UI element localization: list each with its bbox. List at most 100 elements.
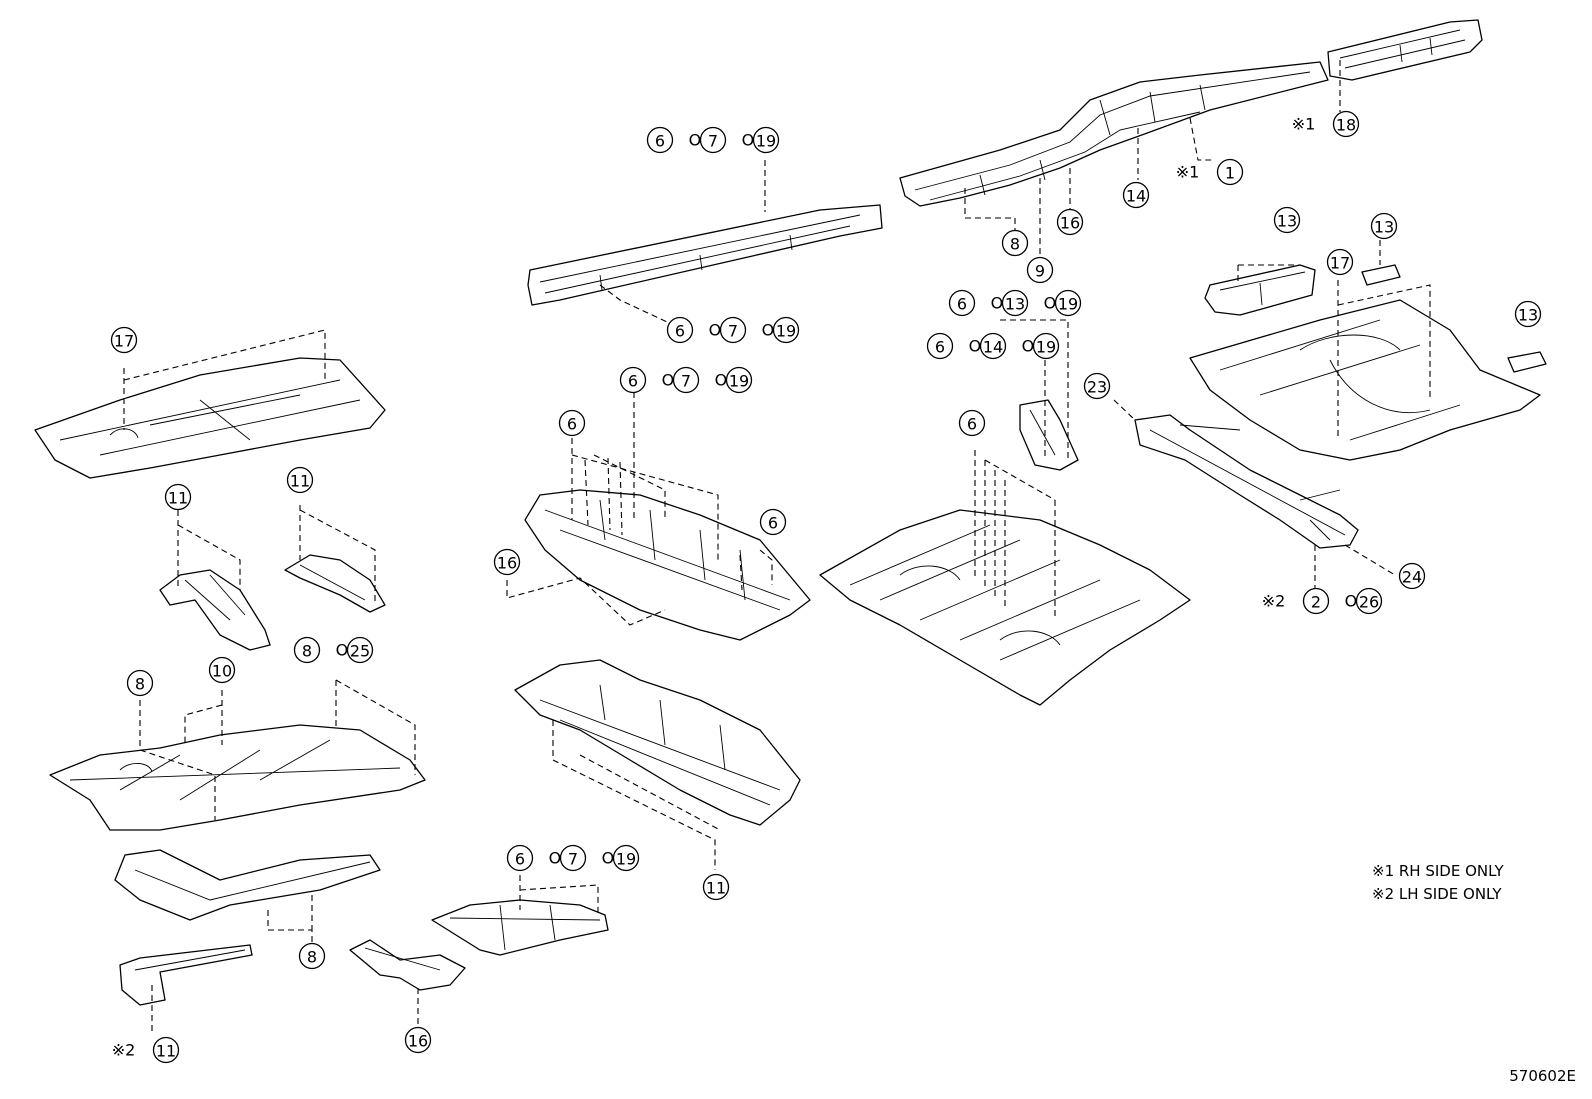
callout-c-13a: 13: [1273, 206, 1301, 234]
callout-circle: [772, 316, 800, 344]
callout-circle: [1398, 562, 1426, 590]
part-rear-floor-drawing: [1189, 299, 1541, 461]
note-lh-side-only: ※2 LH SIDE ONLY: [1372, 885, 1502, 903]
callout-marker: ※1: [1176, 163, 1200, 182]
callout-number: 17: [114, 332, 134, 351]
callout-circle: [646, 126, 674, 154]
callout-number: 19: [776, 322, 796, 341]
callout-circle: [559, 844, 587, 872]
part-tunnel-drawing: [524, 489, 811, 641]
callout-circle: [1032, 332, 1060, 360]
callout-circle: [948, 289, 976, 317]
callout-number: 6: [967, 415, 977, 434]
callout-number: 6: [655, 132, 665, 151]
callout-circle: [1083, 372, 1111, 400]
part-bracket-14-drawing: [1019, 399, 1079, 471]
note-rh-side-only: ※1 RH SIDE ONLY: [1372, 862, 1504, 880]
callout-number: 14: [983, 338, 1003, 357]
callout-number: 8: [135, 675, 145, 694]
part-16c-drawing: [349, 939, 466, 991]
callout-c-6-14-19: 6OR14OR19: [926, 332, 1060, 360]
callout-c-10: 10: [208, 656, 236, 684]
callout-c-11c: 11: [702, 873, 730, 901]
callout-number: 26: [1359, 593, 1379, 612]
callout-number: 16: [1060, 214, 1080, 233]
callout-circle: [126, 669, 154, 697]
callout-circle: [702, 873, 730, 901]
callout-number: 7: [568, 850, 578, 869]
callout-number: 18: [1336, 116, 1356, 135]
callout-marker: ※2: [112, 1041, 136, 1060]
callout-c-14: 14: [1122, 181, 1150, 209]
callout-circle: [298, 942, 326, 970]
callout-number: 11: [156, 1042, 176, 1061]
callout-circle: [958, 409, 986, 437]
callout-number: 13: [1518, 306, 1538, 325]
callout-c-16a: 16: [1056, 208, 1084, 236]
callout-number: 9: [1035, 262, 1045, 281]
leader-lines: [123, 60, 1431, 1035]
callout-circle: [1302, 587, 1330, 615]
callout-number: 11: [706, 879, 726, 898]
part-side-member-drawing: [899, 61, 1329, 207]
callout-circle: [293, 636, 321, 664]
callout-circle: [208, 656, 236, 684]
callout-circle: [1001, 289, 1029, 317]
callout-c-mid-a: 6OR7OR19: [619, 366, 753, 394]
callout-circle: [164, 483, 192, 511]
callout-circle: [558, 409, 586, 437]
callout-c-6b: 6: [958, 409, 986, 437]
callout-number: 6: [628, 372, 638, 391]
part-rocker-8-drawing: [114, 849, 381, 921]
callout-number: 19: [729, 372, 749, 391]
callout-circle: [1273, 206, 1301, 234]
callout-number: 19: [616, 850, 636, 869]
callout-circle: [346, 636, 374, 664]
callout-c-6-13-19: 6OR13OR19: [948, 289, 1082, 317]
callout-circle: [506, 844, 534, 872]
callout-circle: [619, 366, 647, 394]
callout-number: 6: [957, 295, 967, 314]
callout-circle: [719, 316, 747, 344]
callout-circle: [926, 332, 954, 360]
callout-number: 1: [1225, 164, 1235, 183]
callout-c-16b: 16: [493, 548, 521, 576]
callout-number: 6: [567, 415, 577, 434]
callout-circle: [1216, 158, 1244, 186]
callout-circle: [493, 548, 521, 576]
callout-number: 14: [1126, 187, 1146, 206]
part-13-drawings: [1204, 264, 1547, 373]
callout-c-top-b: 6OR7OR19: [666, 316, 800, 344]
callout-c-16c: 16: [404, 1026, 432, 1054]
callout-number: 6: [515, 850, 525, 869]
callout-marker: ※2: [1262, 592, 1286, 611]
callout-c-11a: 11: [164, 483, 192, 511]
callout-c-1: ※1 1: [1176, 158, 1244, 186]
callout-number: 16: [497, 554, 517, 573]
callout-circle: [286, 466, 314, 494]
callout-layer: ※118※111416896OR7OR196OR7OR19131313176OR…: [110, 110, 1542, 1064]
callout-circle: [979, 332, 1007, 360]
part-dash-panel-drawing: [514, 659, 801, 826]
callout-c-17a: 17: [1326, 248, 1354, 276]
callout-number: 7: [681, 372, 691, 391]
callout-c-6c: 6: [558, 409, 586, 437]
callout-circle: [672, 366, 700, 394]
callout-number: 16: [408, 1032, 428, 1051]
callout-circle: [1001, 229, 1029, 257]
drawing-code: 570602E: [1509, 1067, 1576, 1085]
callout-c-6d: 6: [759, 508, 787, 536]
callout-circle: [699, 126, 727, 154]
callout-c-mid-b: 6OR7OR19: [506, 844, 640, 872]
callout-number: 8: [302, 642, 312, 661]
callout-c-13b: 13: [1370, 212, 1398, 240]
callout-number: 13: [1374, 218, 1394, 237]
callout-number: 6: [768, 514, 778, 533]
callout-number: 23: [1087, 378, 1107, 397]
callout-number: 7: [728, 322, 738, 341]
callout-number: 17: [1330, 254, 1350, 273]
part-floor-8-drawing: [49, 724, 426, 831]
callout-circle: [612, 844, 640, 872]
callout-number: 11: [168, 489, 188, 508]
